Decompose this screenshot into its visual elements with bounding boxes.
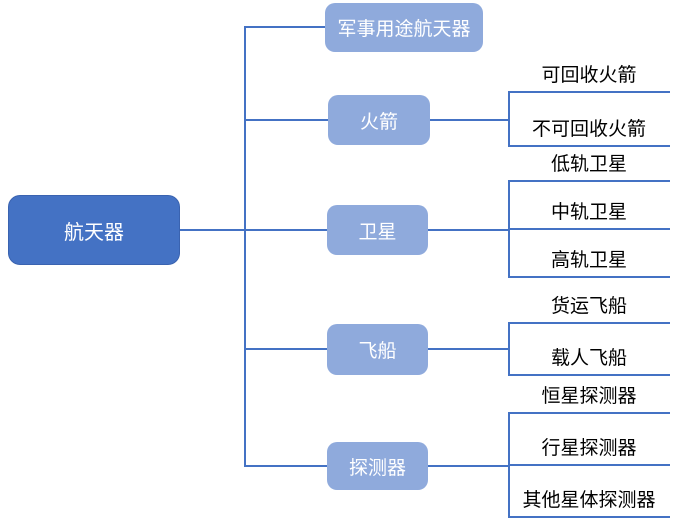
leaf-node-high-orbit-satellite[interactable]: 高轨卫星 — [508, 249, 670, 278]
bracket-line-rocket — [508, 91, 510, 147]
branch-node-military-spacecraft[interactable]: 军事用途航天器 — [325, 3, 483, 52]
connector-line-root-satellite — [180, 229, 327, 231]
leaf-node-other-body-probe[interactable]: 其他星体探测器 — [508, 489, 670, 518]
leaf-node-planet-probe[interactable]: 行星探测器 — [508, 437, 670, 466]
bracket-connector-satellite — [428, 229, 508, 231]
branch-node-rocket[interactable]: 火箭 — [328, 95, 430, 145]
branch-node-satellite[interactable]: 卫星 — [327, 205, 428, 255]
leaf-node-medium-orbit-satellite[interactable]: 中轨卫星 — [508, 201, 670, 230]
branch-node-spaceship[interactable]: 飞船 — [327, 324, 428, 375]
connector-line-probe — [245, 465, 327, 467]
leaf-node-nonrecoverable-rocket[interactable]: 不可回收火箭 — [508, 118, 670, 147]
connector-line-spaceship — [245, 348, 327, 350]
leaf-node-recoverable-rocket[interactable]: 可回收火箭 — [508, 64, 670, 93]
connector-line-rocket — [245, 119, 329, 121]
bracket-connector-spaceship — [428, 348, 508, 350]
trunk-line — [244, 26, 246, 467]
bracket-connector-probe — [428, 465, 508, 467]
bracket-connector-rocket — [430, 119, 508, 121]
root-node[interactable]: 航天器 — [8, 195, 180, 265]
leaf-node-star-probe[interactable]: 恒星探测器 — [508, 385, 670, 414]
leaf-node-low-orbit-satellite[interactable]: 低轨卫星 — [508, 153, 670, 182]
leaf-node-crewed-spaceship[interactable]: 载人飞船 — [508, 347, 670, 376]
bracket-line-spaceship — [508, 322, 510, 376]
branch-node-probe[interactable]: 探测器 — [327, 442, 428, 490]
leaf-node-cargo-spaceship[interactable]: 货运飞船 — [508, 295, 670, 324]
connector-line-military — [245, 26, 327, 28]
